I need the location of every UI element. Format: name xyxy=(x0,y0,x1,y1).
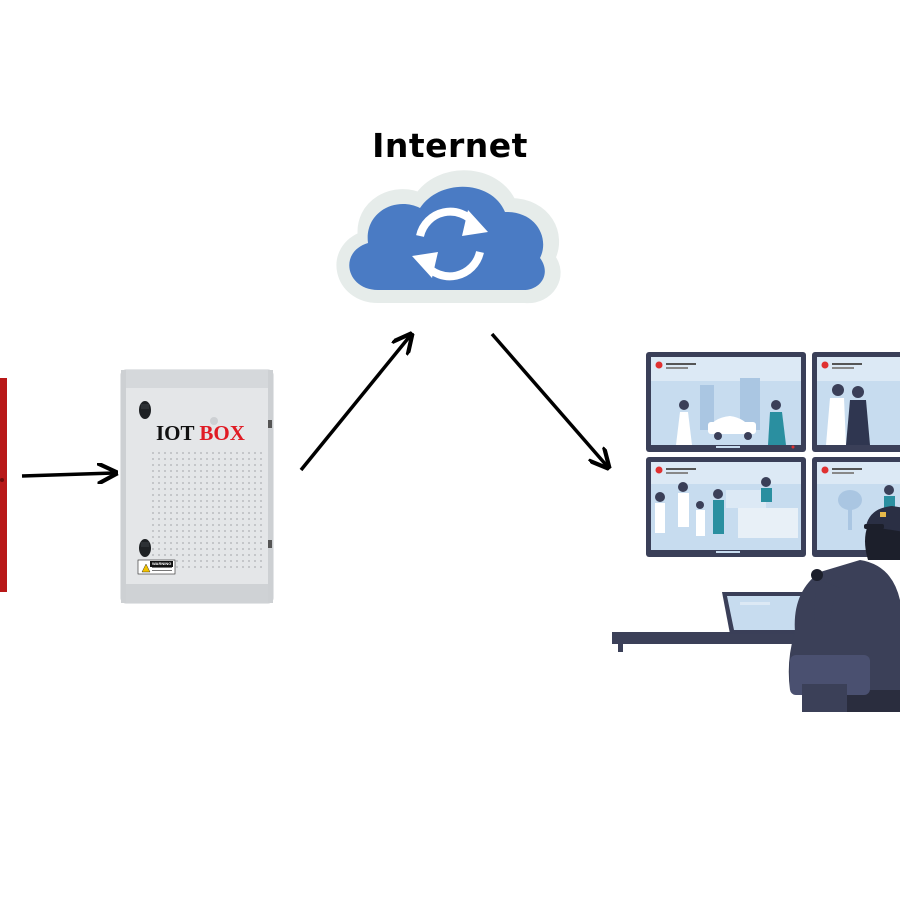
cloud-sync-icon xyxy=(336,170,561,304)
iot-box-brand-label: IOT BOX xyxy=(156,421,245,446)
iot-box-enclosure xyxy=(120,369,274,604)
diagram-title: Internet xyxy=(372,126,528,165)
brand-box-text: BOX xyxy=(199,421,245,445)
arrow-sensor-to-box xyxy=(21,473,114,476)
arrow-cloud-to-operator xyxy=(490,332,607,466)
sync-arrows-icon xyxy=(412,207,488,281)
red-sensor-panel xyxy=(0,378,7,592)
security-operator-illustration xyxy=(612,352,900,712)
brand-iot-text: IOT xyxy=(156,421,195,445)
arrow-box-to-cloud xyxy=(299,336,410,472)
warning-label-text: WARNING xyxy=(150,561,174,567)
